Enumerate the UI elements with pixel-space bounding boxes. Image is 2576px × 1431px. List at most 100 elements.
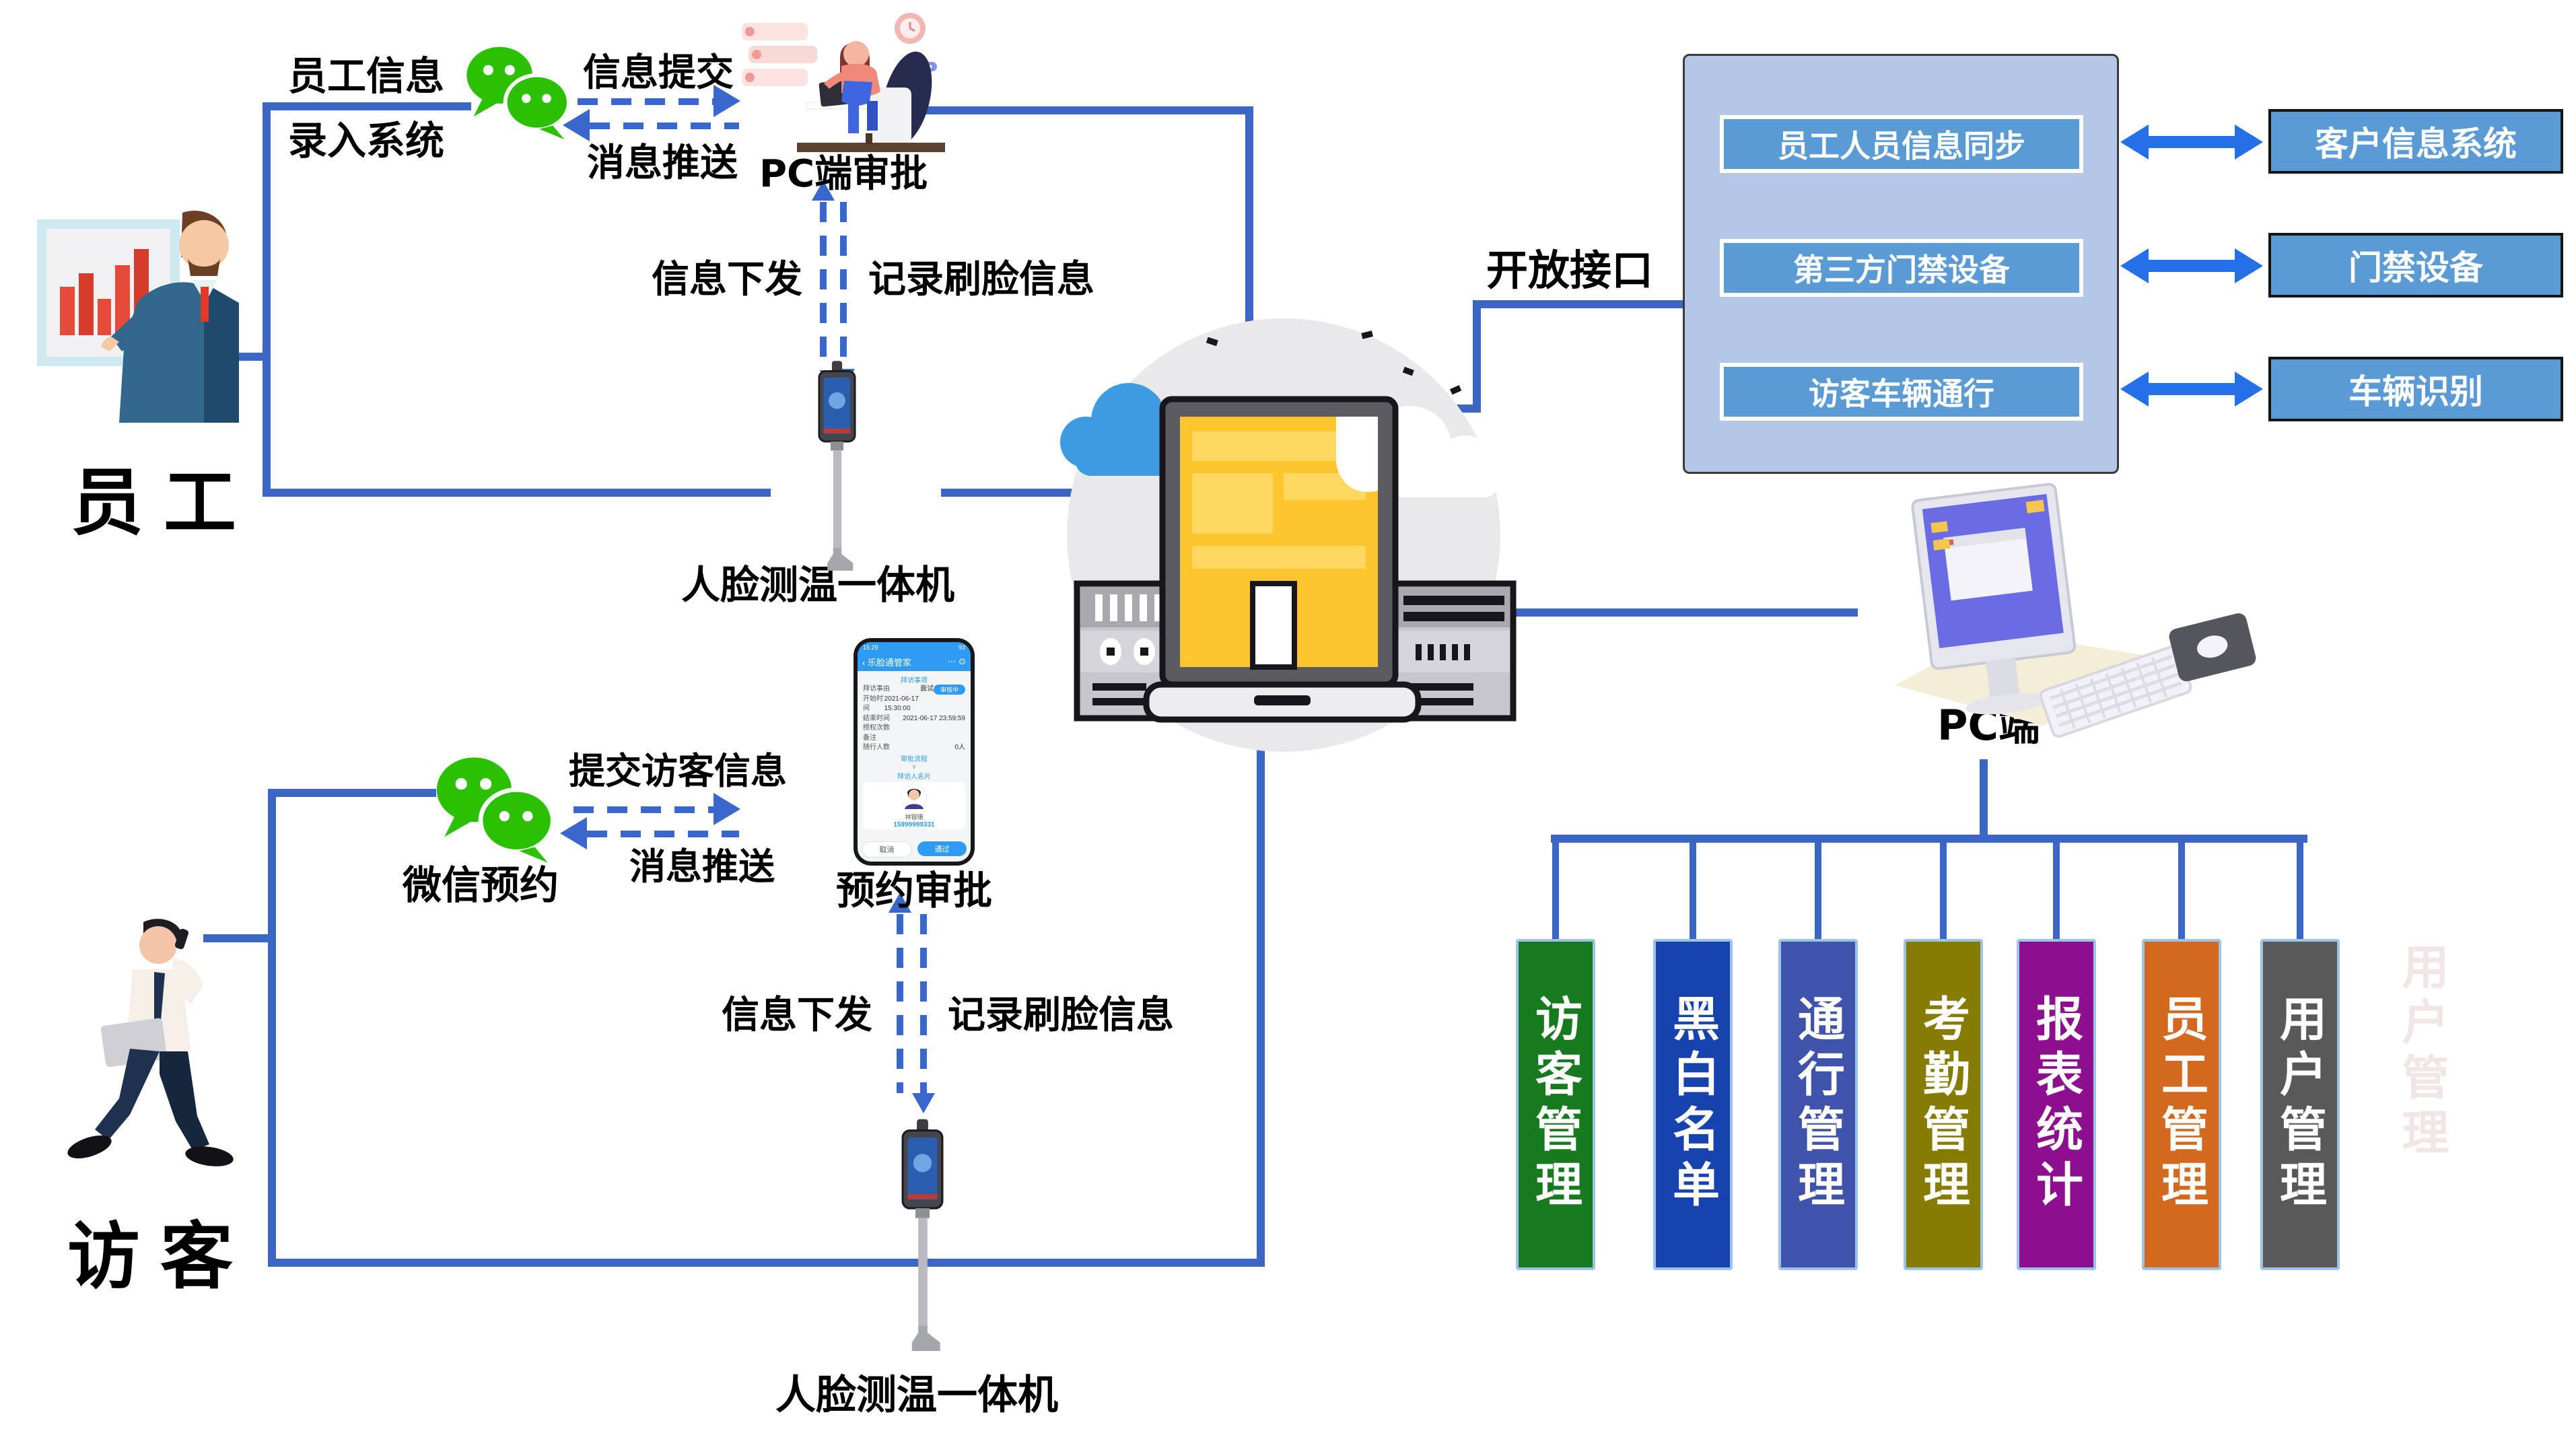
line-bottom-to-server: [1257, 727, 1265, 1267]
panel-item-visitor-vehicle: 访客车辆通行: [1720, 363, 2083, 421]
line-visitor-to-wechat: [268, 789, 436, 797]
line-drop-3: [1815, 839, 1821, 941]
arrow-msg-push-bottom-head: [560, 817, 587, 849]
double-arrow-1-left: [2120, 125, 2149, 160]
phone-app-title: 乐脸通管家: [867, 657, 911, 668]
phone-app-header: ‹ 乐脸通管家 ⋯ ⊙: [858, 652, 971, 671]
line-drop-6: [2178, 839, 2185, 941]
wechat-book-label: 微信预约: [403, 862, 559, 908]
line-drop-1: [1552, 839, 1559, 941]
module-employee-mgmt: 员工管理: [2142, 939, 2221, 1270]
face-terminal-icon: [818, 361, 856, 571]
arrow-record-up-line-bottom: [897, 914, 903, 1093]
record-face-top-label: 记录刷脸信息: [868, 257, 1094, 302]
line-drop-7: [2297, 839, 2303, 941]
line-employee-vertical: [263, 102, 271, 497]
visit-row: 授权次数: [863, 724, 890, 732]
visit-row: 拜访事由面试: [863, 685, 934, 693]
line-visitor-vertical: [268, 789, 276, 1267]
approval-flow-link[interactable]: 审批流程: [901, 755, 928, 763]
phone-status-bar: 15:29 93: [858, 642, 971, 652]
line-approve-to-right: [921, 106, 1253, 114]
line-entry-to-wechat: [263, 102, 471, 110]
employee-entry-line1: 员工信息: [288, 53, 445, 99]
pc-approval-illustration: [742, 13, 945, 152]
face-device-top-label: 人脸测温一体机: [681, 562, 955, 608]
face-device-bottom-label: 人脸测温一体机: [775, 1372, 1058, 1419]
book-approve-label: 预约审批: [836, 868, 993, 913]
approve-button[interactable]: 通过: [917, 841, 967, 856]
arrow-send-down-line-bottom: [920, 914, 927, 1093]
phone-screen: 15:29 93 ‹ 乐脸通管家 ⋯ ⊙ 拜访事项 审核中 拜访事由面试 开始时…: [858, 642, 971, 862]
visitor-name: 林银珊: [905, 813, 924, 821]
arrow-up-head-bottom: [889, 893, 911, 913]
back-icon[interactable]: ‹: [862, 657, 866, 668]
double-arrow-1-right: [2235, 125, 2263, 160]
panel-item-employee-sync: 员工人员信息同步: [1720, 115, 2083, 173]
line-drop-5: [2053, 839, 2060, 941]
laptop-icon: [1143, 396, 1422, 723]
wechat-icon: [436, 757, 555, 863]
visitor-card-avatar: [901, 783, 928, 810]
double-arrow-3: [2145, 383, 2239, 395]
line-api-vertical: [1473, 300, 1481, 413]
module-user-mgmt: 用户管理: [2260, 939, 2340, 1270]
cancel-button[interactable]: 取消: [862, 841, 912, 858]
line-approve-down: [1245, 106, 1253, 343]
visitor-actor-label: 访客: [67, 1214, 254, 1299]
chevron-down-icon[interactable]: ∨: [911, 763, 917, 771]
open-api-panel: 员工人员信息同步 第三方门禁设备 访客车辆通行: [1683, 54, 2119, 474]
visitor-avatar: [67, 919, 234, 1166]
msg-push-bottom-label: 消息推送: [629, 845, 775, 888]
panel-item-third-party-access: 第三方门禁设备: [1720, 239, 2083, 297]
arrow-up-head-top: [812, 180, 835, 201]
open-api-label: 开放接口: [1486, 246, 1654, 295]
module-visitor-mgmt: 访客管理: [1516, 939, 1595, 1270]
double-arrow-1: [2145, 136, 2239, 148]
line-visitor-stub: [203, 934, 268, 942]
monitor-icon: [1911, 483, 2077, 715]
face-terminal-icon: [901, 1119, 944, 1352]
employee-actor-label: 员工: [71, 460, 257, 545]
status-badge: 审核中: [933, 685, 965, 695]
record-face-bottom-label: 记录刷脸信息: [948, 993, 1174, 1037]
module-blackwhite-list: 黑白名单: [1653, 939, 1733, 1270]
phone-battery: 93: [958, 643, 965, 651]
line-api-to-panel: [1473, 300, 1683, 308]
line-employee-to-device: [263, 489, 771, 497]
msg-push-top-label: 消息推送: [587, 141, 738, 185]
line-drop-4: [1940, 839, 1947, 941]
visitor-card-title: 拜访人名片: [897, 773, 931, 781]
arrow-visitor-submit: [573, 806, 715, 813]
arrow-down-head-bottom: [912, 1093, 935, 1113]
line-pc-down: [1980, 759, 1988, 839]
arrow-info-submit-head: [713, 85, 740, 117]
booking-approval-phone: 15:29 93 ‹ 乐脸通管家 ⋯ ⊙ 拜访事项 审核中 拜访事由面试 开始时…: [854, 638, 975, 866]
line-server-to-pc: [1511, 608, 1858, 617]
arrow-record-up-line-top: [820, 202, 827, 372]
line-visitor-bottom: [268, 1259, 1265, 1267]
pc-desktop-icon: [1895, 483, 2256, 738]
arrow-send-down-line-top: [840, 202, 847, 370]
visitor-phone[interactable]: 15999999331: [893, 821, 935, 829]
module-attendance-mgmt: 考勤管理: [1904, 939, 1983, 1270]
keyboard-icon: [2039, 645, 2192, 738]
phone-time: 15:29: [863, 643, 878, 651]
arrow-visitor-submit-head: [713, 793, 740, 825]
pc-approve-label: PC端审批: [759, 152, 928, 196]
module-report-stats: 报表统计: [2017, 939, 2096, 1270]
module-user-mgmt-ghost: 用户管理: [2394, 942, 2450, 1163]
double-arrow-3-right: [2235, 372, 2263, 407]
wechat-icon: [466, 46, 571, 139]
send-down-top-label: 信息下发: [652, 257, 802, 302]
external-access-control: 门禁设备: [2268, 233, 2563, 298]
visit-row: 备注: [863, 734, 876, 742]
arrow-msg-push-bottom: [587, 831, 739, 837]
arrow-info-submit: [578, 98, 716, 105]
more-menu-icon[interactable]: ⋯ ⊙: [947, 656, 966, 666]
